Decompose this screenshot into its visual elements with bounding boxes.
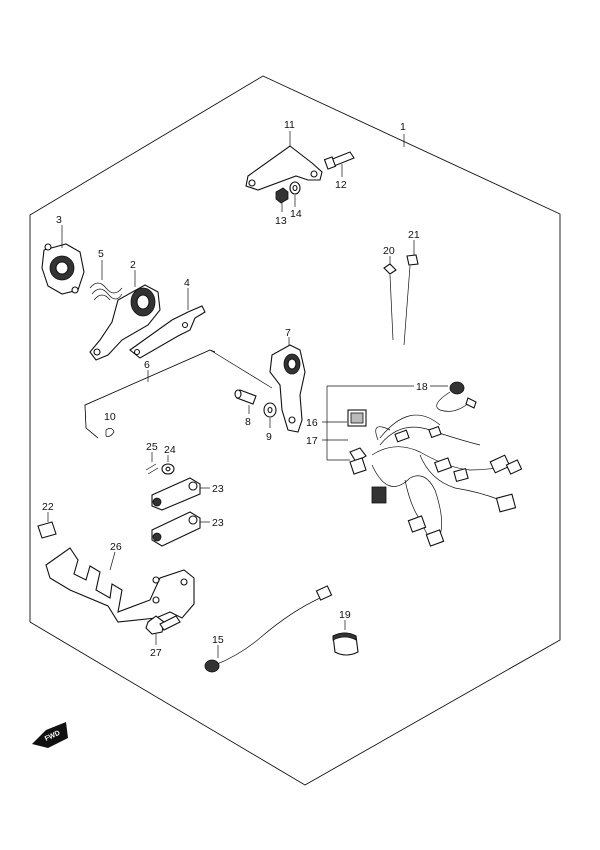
- svg-text:1: 1: [400, 121, 406, 133]
- part-4-link-plate: 4: [129, 277, 206, 359]
- assembly-boundary: [29, 75, 561, 786]
- callout-1: 1: [400, 121, 406, 147]
- svg-text:5: 5: [98, 248, 104, 260]
- svg-text:22: 22: [42, 501, 54, 513]
- svg-text:27: 27: [150, 647, 162, 659]
- svg-text:3: 3: [56, 214, 62, 226]
- svg-text:11: 11: [284, 119, 295, 131]
- svg-text:8: 8: [245, 416, 251, 428]
- part-17-connector: 17: [306, 435, 367, 475]
- svg-text:20: 20: [383, 245, 395, 257]
- part-23-slider-lower: 23: [151, 511, 224, 547]
- svg-text:12: 12: [335, 179, 347, 191]
- part-24-washer: 24: [161, 444, 176, 475]
- svg-text:21: 21: [408, 229, 420, 241]
- svg-text:26: 26: [110, 541, 122, 553]
- part-3-cam-plate: 3: [41, 214, 85, 295]
- svg-text:23: 23: [212, 483, 224, 495]
- svg-text:18: 18: [416, 381, 428, 393]
- wiring-harness: [371, 414, 523, 547]
- svg-text:9: 9: [266, 431, 272, 443]
- svg-text:2: 2: [130, 259, 136, 271]
- part-22-pad: 22: [37, 501, 57, 539]
- part-20-cable-tie: 20: [383, 245, 397, 341]
- part-7-arm: 7: [269, 327, 306, 433]
- svg-text:25: 25: [146, 441, 158, 453]
- part-6-rod: 6: [84, 349, 273, 439]
- svg-text:23: 23: [212, 517, 224, 529]
- callout-group-bracket: [326, 385, 414, 461]
- part-27-bolt: 27: [145, 615, 181, 659]
- part-26-mount-bracket: 26: [45, 541, 195, 623]
- svg-text:16: 16: [306, 417, 318, 429]
- svg-text:17: 17: [306, 435, 318, 447]
- part-8-pin: 8: [234, 389, 257, 428]
- part-21-cable-tie: 21: [403, 229, 420, 346]
- svg-text:13: 13: [275, 215, 287, 227]
- part-9-washer: 9: [263, 402, 277, 443]
- part-23-slider-upper: 23: [151, 477, 224, 511]
- part-13-nut: 13: [275, 187, 289, 227]
- part-25-pin: 25: [145, 441, 159, 475]
- svg-text:14: 14: [290, 208, 302, 220]
- part-18-sensor: 18: [416, 381, 477, 412]
- part-5-spring: 5: [89, 248, 123, 301]
- part-2-lever: 2: [89, 259, 161, 361]
- svg-text:6: 6: [144, 359, 150, 371]
- part-10-clip: 10: [104, 411, 116, 437]
- part-19-boot: 19: [332, 609, 359, 656]
- part-11-bracket: 11: [245, 119, 323, 191]
- part-15-cable: 15: [204, 585, 333, 673]
- svg-text:15: 15: [212, 634, 224, 646]
- fwd-arrow-badge: FWD: [32, 722, 68, 748]
- part-16-relay: 16: [306, 409, 367, 429]
- svg-text:10: 10: [104, 411, 116, 423]
- part-14-washer: 14: [289, 181, 302, 220]
- svg-text:24: 24: [164, 444, 176, 456]
- part-12-bolt: 12: [323, 151, 355, 191]
- svg-text:4: 4: [184, 277, 190, 289]
- svg-text:7: 7: [285, 327, 291, 339]
- svg-text:19: 19: [339, 609, 351, 621]
